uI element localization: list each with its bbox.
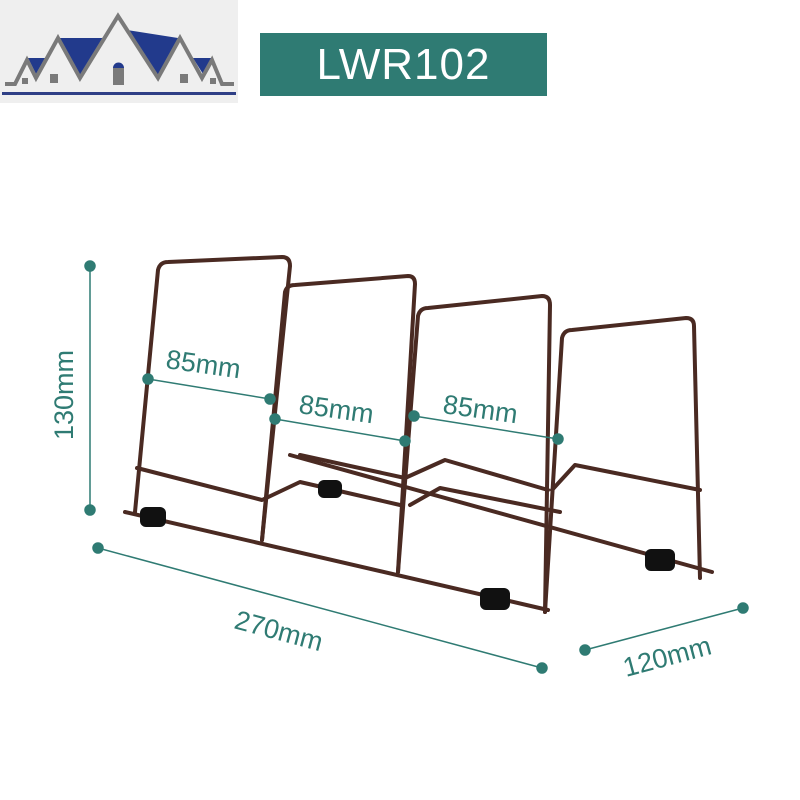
cross-bar-3 <box>408 486 562 514</box>
bottom-rail-front <box>123 510 550 612</box>
cross-bar-4 <box>550 463 702 492</box>
rubber-feet <box>140 480 675 610</box>
rack-frame-2 <box>260 274 417 574</box>
rack-illustration <box>123 255 714 614</box>
rack-frame-1 <box>133 255 292 542</box>
model-label: LWR102 <box>260 33 547 96</box>
length-label: 270mm <box>231 605 326 657</box>
slot-2-label: 85mm <box>297 389 375 429</box>
cross-bar-1 <box>135 466 402 507</box>
rack-frame-3 <box>396 294 552 614</box>
rack-frame-4 <box>543 316 702 614</box>
height-label: 130mm <box>49 350 79 440</box>
dimension-lines <box>84 260 749 674</box>
depth-label: 120mm <box>620 631 715 683</box>
slot-1-label: 85mm <box>164 344 242 384</box>
brand-logo <box>0 0 238 103</box>
bottom-rail-back <box>288 453 714 574</box>
cross-bar-2 <box>298 453 550 492</box>
slot-3-label: 85mm <box>441 389 519 429</box>
